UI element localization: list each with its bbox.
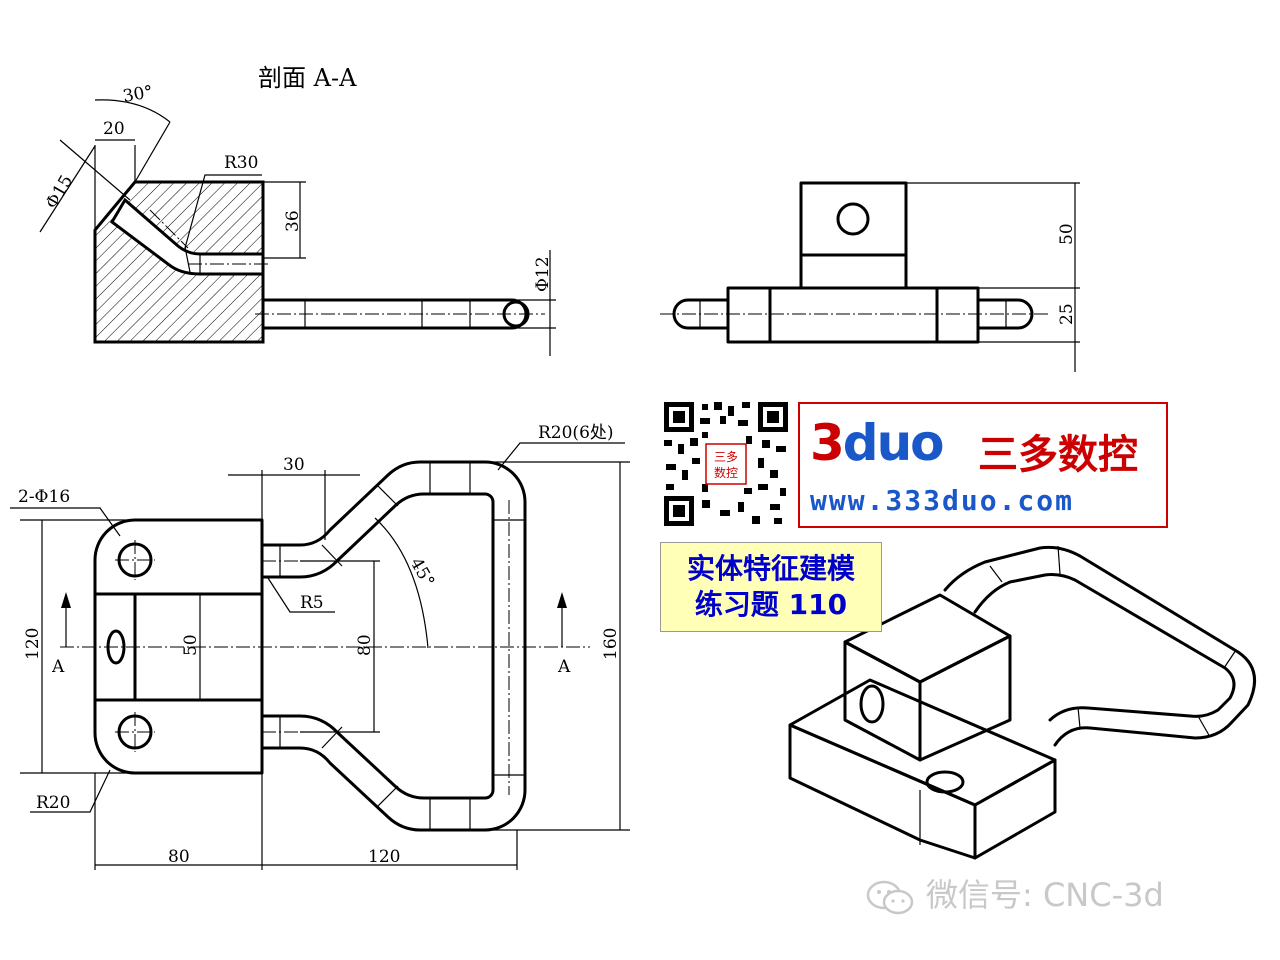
brand-name-cn: 三多数控 bbox=[978, 432, 1138, 478]
front-rod-right bbox=[976, 298, 1034, 330]
dim-25: 25 bbox=[1057, 303, 1077, 325]
section-view: 剖面 A-A 36 20 30° Φ15 R30 Φ bbox=[39, 64, 556, 356]
iso-handle-inner bbox=[973, 573, 1236, 722]
front-boss-hole bbox=[836, 202, 870, 236]
brand-logo: 3duo bbox=[810, 414, 945, 472]
iso-base-hole bbox=[925, 770, 965, 794]
handle-loop-outer bbox=[260, 460, 527, 832]
dim-30-angle: 30° bbox=[121, 82, 154, 107]
dim-80-bottom: 80 bbox=[168, 847, 190, 867]
qr-label-top: 三多 bbox=[714, 450, 738, 464]
front-rod-left bbox=[672, 298, 730, 330]
logo-part2: duo bbox=[842, 414, 945, 472]
dim-r20-bottom: R20 bbox=[36, 793, 70, 813]
dim-80: 80 bbox=[355, 634, 375, 656]
exercise-label: 实体特征建模 练习题 110 bbox=[660, 542, 882, 632]
section-title: 剖面 A-A bbox=[258, 64, 357, 92]
plan-view: 80 120 120 50 80 160 30 45° R5 2-Φ16 R20… bbox=[10, 423, 630, 870]
exercise-line2: 练习题 110 bbox=[694, 588, 848, 621]
section-mark-a-right: A bbox=[557, 657, 571, 677]
handle-loop-inner bbox=[260, 492, 495, 800]
iso-boss-side bbox=[918, 634, 1012, 762]
dim-36: 36 bbox=[283, 210, 303, 232]
exercise-line1: 实体特征建模 bbox=[686, 552, 855, 585]
iso-base-side bbox=[973, 758, 1057, 860]
iso-boss-hole bbox=[859, 684, 885, 724]
inclined-bore bbox=[110, 197, 265, 276]
wechat-id: 微信号: CNC-3d bbox=[926, 876, 1164, 914]
dim-r5: R5 bbox=[300, 593, 324, 613]
dim-phi15: Φ15 bbox=[42, 172, 77, 213]
dim-50-right: 50 bbox=[1057, 223, 1077, 245]
dim-20-top: 20 bbox=[103, 119, 125, 139]
dim-50-mid: 50 bbox=[181, 634, 201, 656]
dim-45-angle: 45° bbox=[406, 555, 438, 591]
dim-120-left: 120 bbox=[23, 628, 43, 660]
section-mark-a-left: A bbox=[51, 657, 65, 677]
qr-code-icon: 三多 数控 bbox=[662, 400, 790, 528]
qr-label-bottom: 数控 bbox=[714, 465, 738, 480]
front-boss bbox=[799, 181, 908, 290]
brand-banner[interactable]: 3duo 三多数控 www.333duo.com bbox=[798, 402, 1168, 528]
front-view: 50 25 bbox=[660, 181, 1080, 372]
isometric-view bbox=[788, 545, 1256, 860]
dim-phi12: Φ12 bbox=[533, 256, 553, 292]
logo-part1: 3 bbox=[810, 414, 845, 472]
wechat-icon bbox=[866, 880, 914, 915]
dim-r20-6: R20(6处) bbox=[538, 423, 614, 443]
iso-handle-outer bbox=[943, 545, 1256, 747]
dim-120-bottom: 120 bbox=[368, 847, 400, 867]
dim-r30: R30 bbox=[224, 153, 258, 173]
brand-url[interactable]: www.333duo.com bbox=[810, 484, 1075, 517]
dim-2-phi16: 2-Φ16 bbox=[18, 487, 70, 507]
dim-160: 160 bbox=[601, 628, 621, 660]
front-base bbox=[726, 286, 980, 344]
dim-30: 30 bbox=[283, 455, 305, 475]
